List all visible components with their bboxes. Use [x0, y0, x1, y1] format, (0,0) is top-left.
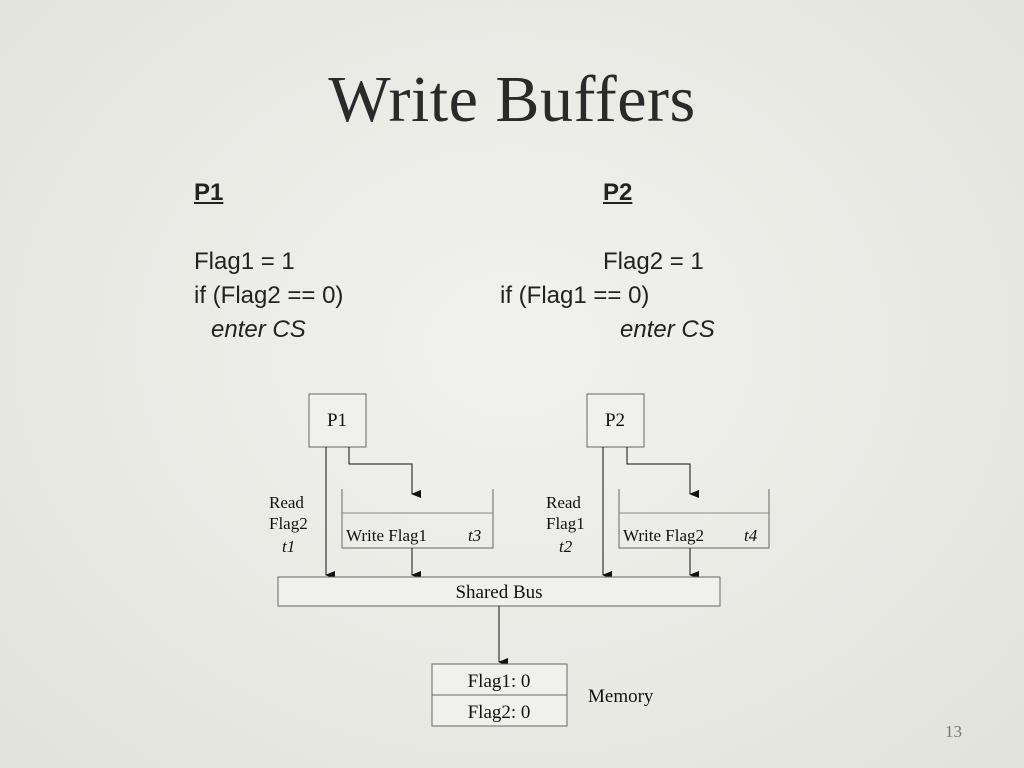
memory-row-flag1: Flag1: 0: [468, 671, 531, 692]
p2-write-buffer: [618, 489, 770, 549]
p1-buffer-arrow: [348, 447, 421, 498]
p2-read-time: t2: [559, 537, 573, 556]
p2-processor-box: [586, 393, 645, 448]
p1-buffer-time: t3: [468, 526, 481, 545]
p1-read-time: t1: [282, 537, 295, 556]
p2-read-label-1: Read: [546, 493, 581, 512]
slide-title: Write Buffers: [328, 63, 696, 136]
p1-read-label-2: Flag2: [269, 514, 308, 533]
p2-buffer-arrow: [626, 447, 699, 498]
p1-heading: P1: [194, 179, 224, 206]
p2-line-3: enter CS: [620, 316, 715, 343]
p1-processor-box: [308, 393, 367, 448]
page-number: 13: [945, 722, 962, 741]
p2-heading: P2: [603, 179, 633, 206]
p2-buffer-time: t4: [744, 526, 758, 545]
p1-line-1: Flag1 = 1: [194, 248, 295, 275]
shared-bus-label: Shared Bus: [455, 582, 542, 603]
p2-read-label-2: Flag1: [546, 514, 585, 533]
p2-buffer-entry: Write Flag2: [623, 526, 704, 545]
memory-row-flag2: Flag2: 0: [468, 702, 531, 723]
shared-bus: [277, 576, 721, 607]
p1-line-2: if (Flag2 == 0): [194, 282, 344, 309]
p2-processor-label: P2: [605, 410, 625, 431]
memory-label: Memory: [588, 686, 654, 707]
p2-line-1: Flag2 = 1: [603, 248, 704, 275]
p2-line-2: if (Flag1 == 0): [500, 282, 650, 309]
p1-buffer-entry: Write Flag1: [346, 526, 427, 545]
p1-read-label-1: Read: [269, 493, 304, 512]
p1-write-buffer: [341, 489, 494, 549]
p1-line-3: enter CS: [211, 316, 306, 343]
p1-processor-label: P1: [327, 410, 347, 431]
